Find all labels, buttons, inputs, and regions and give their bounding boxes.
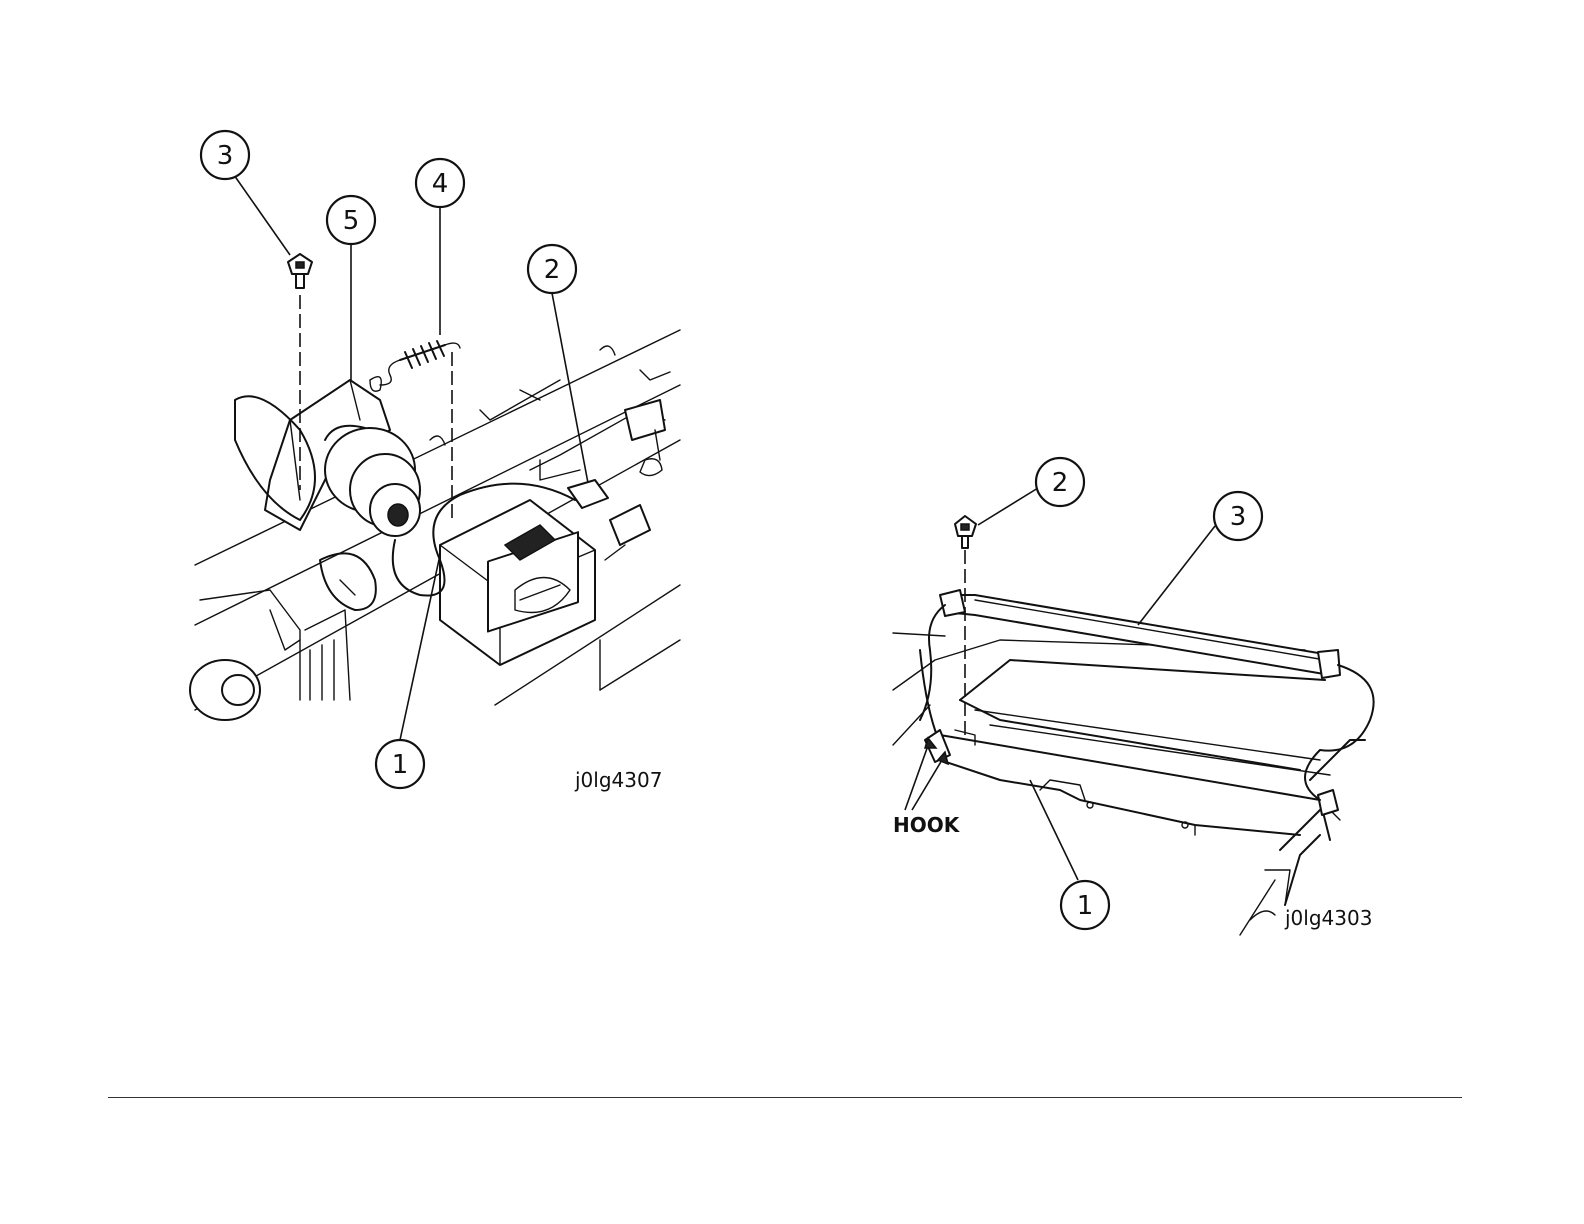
left-leader-2 bbox=[552, 293, 588, 483]
hook-label: HOOK bbox=[893, 813, 961, 837]
left-callout-3: 3 bbox=[201, 131, 249, 179]
svg-text:2: 2 bbox=[544, 255, 561, 285]
svg-text:4: 4 bbox=[432, 169, 449, 199]
left-screw bbox=[288, 254, 312, 288]
figure-right: 2 3 1 HOOK j0lg4303 bbox=[893, 458, 1374, 935]
right-figure-id: j0lg4303 bbox=[1284, 906, 1372, 930]
svg-text:5: 5 bbox=[343, 206, 360, 236]
right-callout-2: 2 bbox=[1036, 458, 1084, 506]
svg-text:3: 3 bbox=[1230, 502, 1247, 532]
left-callout-4: 4 bbox=[416, 159, 464, 207]
left-pulley bbox=[190, 590, 350, 720]
right-callout-3: 3 bbox=[1214, 492, 1262, 540]
left-chassis-drawing bbox=[195, 330, 680, 710]
left-motor-assembly bbox=[235, 380, 420, 610]
left-fan-unit bbox=[440, 500, 595, 665]
left-spring bbox=[380, 341, 460, 385]
right-lamp-tube bbox=[920, 590, 1374, 800]
left-leader-3 bbox=[234, 175, 290, 255]
right-frame-drawing bbox=[893, 633, 1365, 935]
right-callout-1: 1 bbox=[1061, 881, 1109, 929]
svg-text:1: 1 bbox=[392, 750, 409, 780]
left-leader-1 bbox=[400, 555, 440, 740]
right-screw bbox=[955, 516, 976, 548]
hook-leader-b bbox=[912, 755, 945, 810]
right-leader-2 bbox=[978, 488, 1038, 525]
svg-text:2: 2 bbox=[1052, 468, 1069, 498]
footer-divider bbox=[108, 1097, 1462, 1098]
svg-text:1: 1 bbox=[1077, 891, 1094, 921]
right-leader-3 bbox=[1138, 526, 1215, 625]
left-callout-5: 5 bbox=[327, 196, 375, 244]
left-figure-id: j0lg4307 bbox=[574, 768, 662, 792]
left-callout-1: 1 bbox=[376, 740, 424, 788]
left-callout-2: 2 bbox=[528, 245, 576, 293]
figure-left: 3 5 4 2 1 j0lg4307 bbox=[190, 131, 680, 792]
svg-text:3: 3 bbox=[217, 141, 234, 171]
